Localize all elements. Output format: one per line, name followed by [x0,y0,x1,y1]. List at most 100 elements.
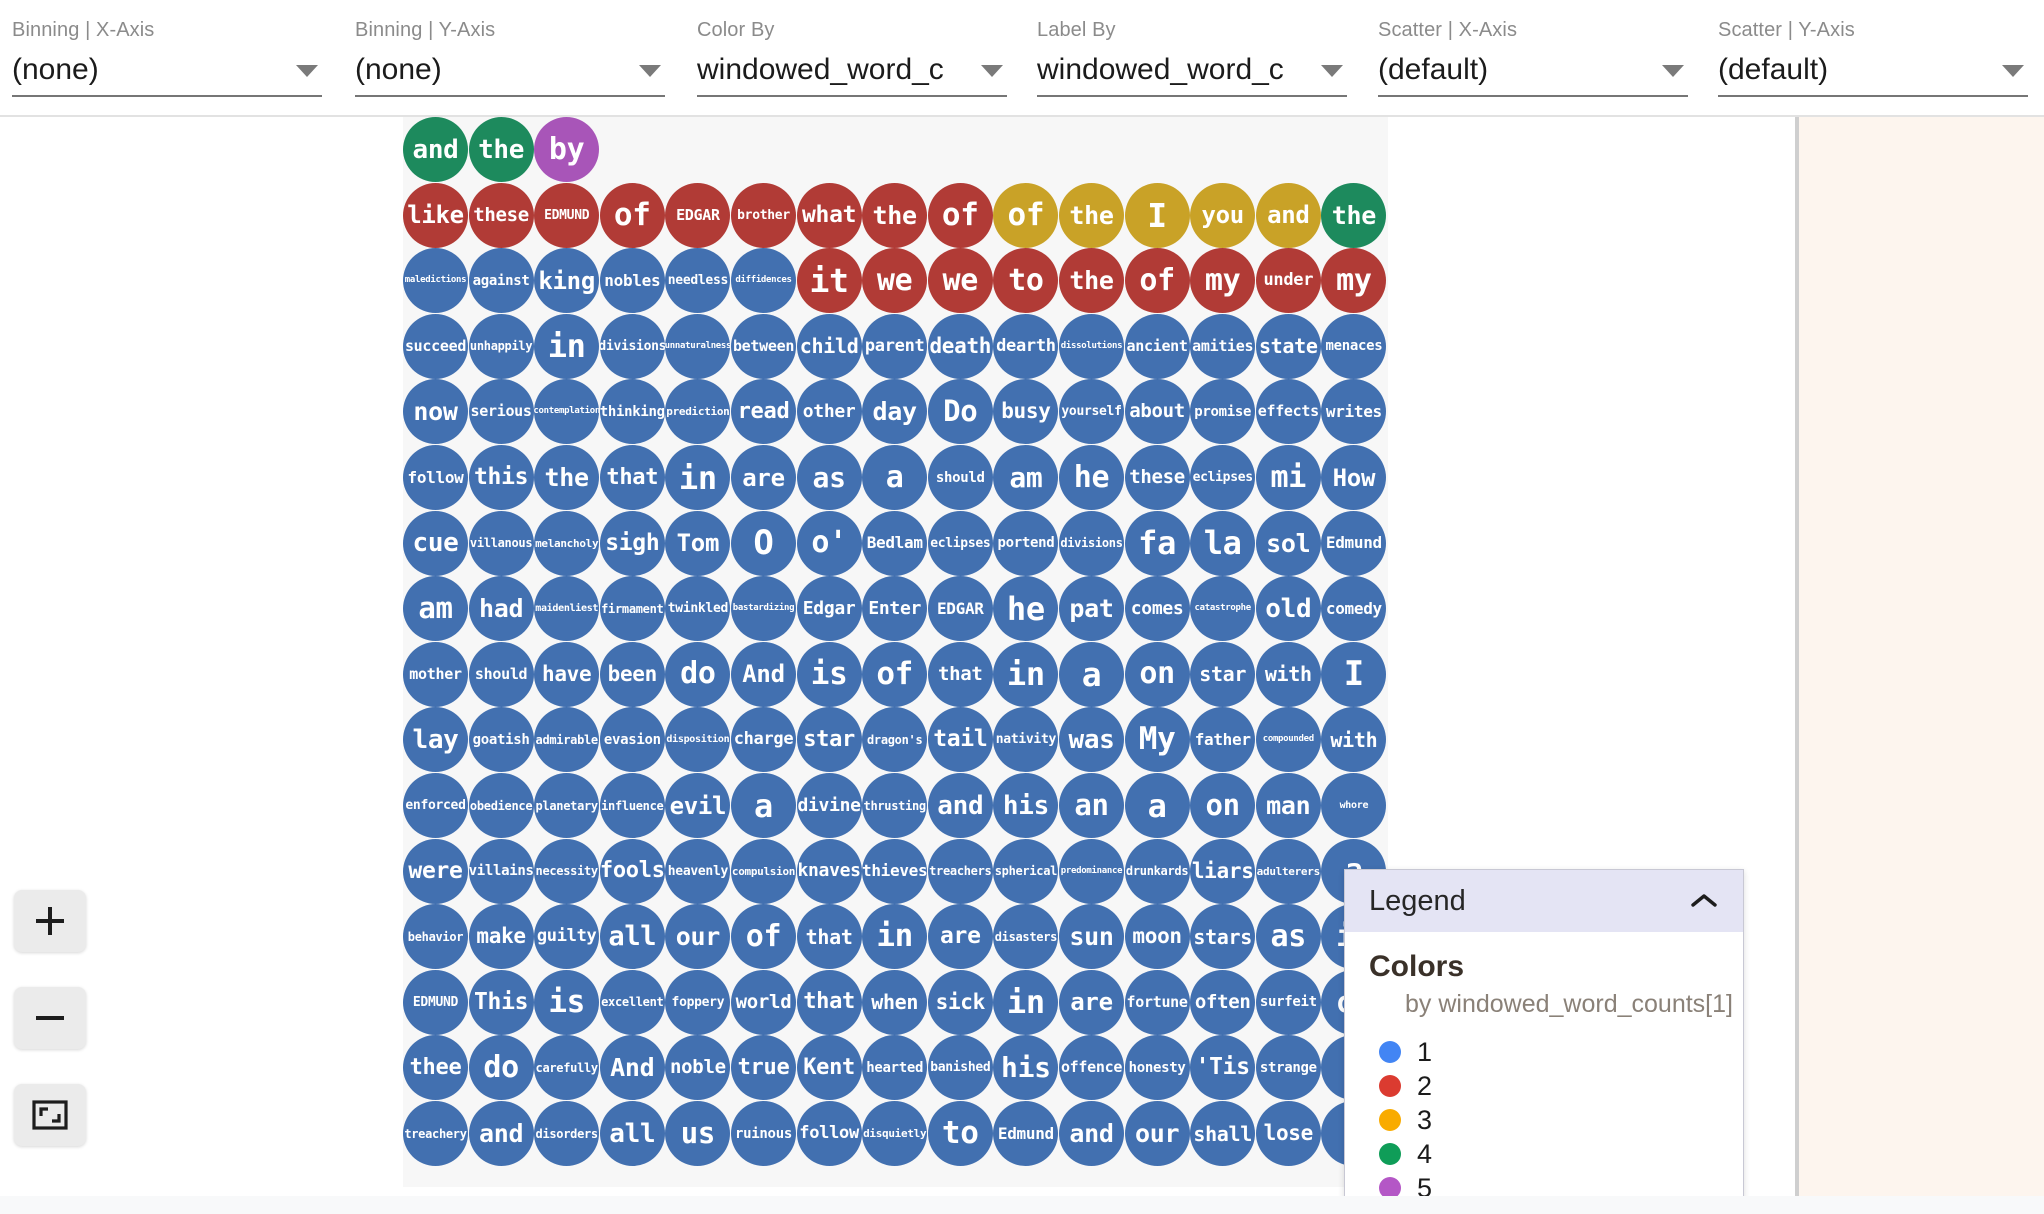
bubble-marker[interactable]: state [1255,313,1321,379]
select-binning-y-axis[interactable]: Binning | Y-Axis(none) [355,18,665,100]
bubble-marker[interactable]: influence [599,773,665,838]
bubble-marker[interactable]: are [1059,969,1124,1035]
bubble-marker[interactable]: divisions [599,313,665,379]
bubble-marker[interactable]: lose [1255,1101,1321,1166]
bubble-marker[interactable]: between [731,313,796,379]
bubble-marker[interactable]: that [927,641,993,707]
bubble-marker[interactable]: of [599,182,665,248]
legend-item[interactable]: 3 [1345,1103,1743,1137]
bubble-marker[interactable]: o' [796,510,862,576]
bubble-marker[interactable]: on [1124,641,1190,707]
bubble-marker[interactable]: is [534,969,600,1035]
bubble-marker[interactable]: lay [403,707,468,773]
bubble-marker[interactable]: am [993,445,1059,510]
bubble-marker[interactable]: what [796,182,862,248]
bubble-marker[interactable]: in [665,445,731,510]
bubble-marker[interactable]: promise [1190,379,1256,445]
bubble-marker[interactable]: disquietly [862,1101,928,1166]
bubble-marker[interactable]: amities [1190,313,1256,379]
bubble-marker[interactable]: it [796,248,862,314]
bubble-marker[interactable]: excellent [599,969,665,1035]
bubble-marker[interactable]: and [468,1101,534,1166]
bubble-marker[interactable]: unhappily [468,313,534,379]
bubble-marker[interactable]: and [927,773,993,838]
bubble-marker[interactable]: under [1255,248,1321,314]
bubble-marker[interactable]: prediction [665,379,731,445]
bubble-marker[interactable]: by [534,117,600,182]
bubble-marker[interactable]: about [1124,379,1190,445]
bubble-marker[interactable]: twinkled [665,576,731,642]
bubble-marker[interactable]: read [731,379,796,445]
bubble-marker[interactable]: succeed [403,313,468,379]
bubble-marker[interactable]: had [468,576,534,642]
bubble-marker[interactable]: to [927,1101,993,1166]
bubble-marker[interactable]: eclipses [1190,445,1256,510]
bubble-marker[interactable]: I [1124,182,1190,248]
bubble-marker[interactable]: treachery [403,1101,468,1166]
bubble-marker[interactable]: liars [1190,838,1256,904]
bubble-marker[interactable]: a [731,773,796,838]
bubble-marker[interactable]: strange [1255,1035,1321,1101]
bubble-marker[interactable]: Bedlam [862,510,928,576]
select-control-scatter-y-axis[interactable]: (default) [1718,49,2028,97]
bubble-marker[interactable]: as [796,445,862,510]
bubble-marker[interactable]: dragon's [862,707,928,773]
bubble-marker[interactable]: moon [1124,904,1190,970]
bubble-marker[interactable]: this [468,445,534,510]
bubble-marker[interactable]: Edgar [796,576,862,642]
bubble-marker[interactable]: our [1124,1101,1190,1166]
bubble-marker[interactable]: the [534,445,600,510]
chevron-up-icon[interactable] [1689,891,1719,911]
bubble-marker[interactable]: EDMUND [403,969,468,1035]
bubble-marker[interactable]: tail [927,707,993,773]
bubble-marker[interactable]: banished [927,1035,993,1101]
zoom-out-button[interactable] [14,987,86,1049]
bubble-marker[interactable]: he [993,576,1059,642]
bubble-marker[interactable]: evil [665,773,731,838]
bubble-marker[interactable]: parent [862,313,928,379]
bubble-marker[interactable]: on [1190,773,1256,838]
bubble-marker[interactable]: O [731,510,796,576]
bubble-marker[interactable]: Edmund [1321,510,1387,576]
bubble-marker[interactable]: compounded [1255,707,1321,773]
bubble-marker[interactable]: thrusting [862,773,928,838]
bubble-marker[interactable]: you [1190,182,1256,248]
bubble-marker[interactable]: sick [927,969,993,1035]
bubble-marker[interactable]: my [1190,248,1256,314]
bubble-marker[interactable]: How [1321,445,1387,510]
bubble-marker[interactable]: maidenliest [534,576,600,642]
legend-item[interactable]: 2 [1345,1069,1743,1103]
legend-item[interactable]: 1 [1345,1035,1743,1069]
bubble-marker[interactable]: king [534,248,600,314]
bubble-marker[interactable]: of [927,182,993,248]
bubble-marker[interactable]: knaves [796,838,862,904]
chevron-down-icon[interactable] [296,65,318,77]
bubble-marker[interactable]: And [599,1035,665,1101]
bubble-marker[interactable]: dissolutions [1059,313,1124,379]
select-scatter-x-axis[interactable]: Scatter | X-Axis(default) [1378,18,1688,100]
bubble-marker[interactable]: of [862,641,928,707]
bubble-marker[interactable]: unnaturalness [665,313,731,379]
bubble-marker[interactable]: writes [1321,379,1387,445]
bubble-marker[interactable]: cue [403,510,468,576]
bubble-marker[interactable]: spherical [993,838,1059,904]
bubble-marker[interactable]: eclipses [927,510,993,576]
bubble-marker[interactable]: villanous [468,510,534,576]
bubble-marker[interactable]: are [927,904,993,970]
bubble-marker[interactable]: of [1124,248,1190,314]
bubble-marker[interactable]: EDGAR [665,182,731,248]
bubble-marker[interactable]: should [468,641,534,707]
bubble-marker[interactable]: comes [1124,576,1190,642]
bubble-marker[interactable]: admirable [534,707,600,773]
chevron-down-icon[interactable] [2002,65,2024,77]
bubble-marker[interactable]: star [796,707,862,773]
bubble-marker[interactable]: world [731,969,796,1035]
bubble-marker[interactable]: all [599,1101,665,1166]
bubble-marker[interactable]: hearted [862,1035,928,1101]
bubble-marker[interactable]: and [1255,182,1321,248]
bubble-marker[interactable]: father [1190,707,1256,773]
bubble-marker[interactable]: child [796,313,862,379]
bubble-marker[interactable]: us [665,1101,731,1166]
bubble-marker[interactable]: thieves [862,838,928,904]
